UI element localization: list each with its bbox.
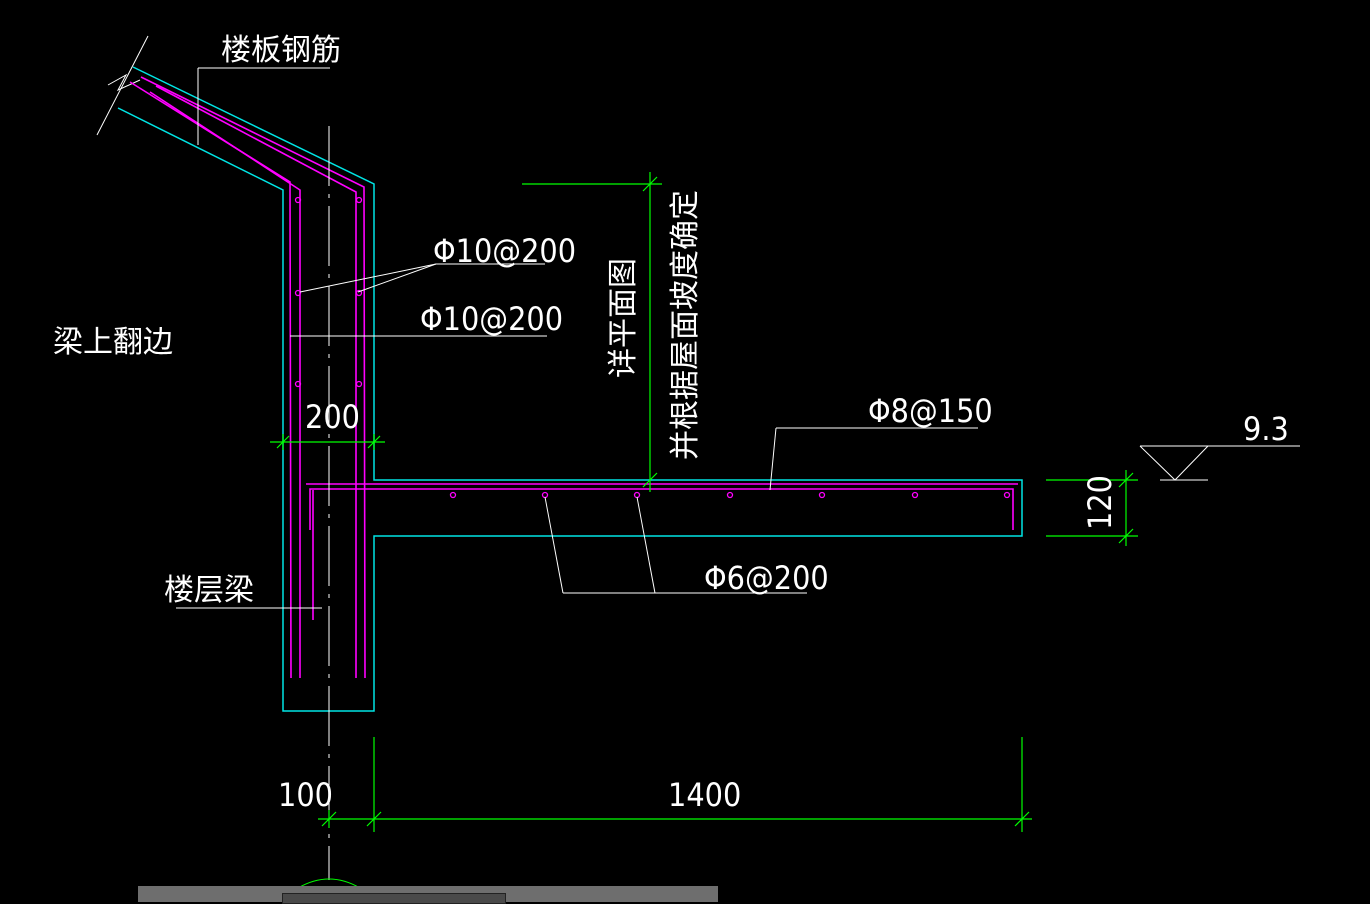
label-rebar-b: Φ10@200 bbox=[420, 300, 563, 338]
rebar-dots bbox=[294, 196, 1011, 499]
note-roof-slope: 并根据屋面坡度确定 bbox=[668, 190, 703, 460]
concrete-outline bbox=[96, 35, 1023, 712]
label-floor-beam: 楼层梁 bbox=[164, 573, 254, 608]
label-rebar-dist: Φ6@200 bbox=[704, 559, 829, 597]
label-slab-rebar: 楼板钢筋 bbox=[221, 33, 341, 68]
dim-cantilever: 1400 bbox=[668, 776, 741, 814]
command-field[interactable] bbox=[282, 893, 506, 904]
dim-offset: 100 bbox=[278, 776, 333, 814]
dim-slab-thickness: 120 bbox=[1081, 475, 1119, 530]
note-see-plan: 详平面图 bbox=[606, 258, 641, 378]
dimension-lines bbox=[270, 172, 1138, 832]
dim-elevation: 9.3 bbox=[1243, 410, 1289, 448]
label-rebar-top: Φ8@150 bbox=[868, 392, 993, 430]
dim-wall-width: 200 bbox=[305, 398, 360, 436]
label-beam-upturn: 梁上翻边 bbox=[53, 325, 173, 360]
bottom-toolbar bbox=[138, 886, 718, 904]
rebar-lines bbox=[129, 76, 1018, 679]
label-rebar-a: Φ10@200 bbox=[433, 232, 576, 270]
center-line bbox=[297, 126, 361, 889]
leader-lines bbox=[176, 67, 1300, 609]
